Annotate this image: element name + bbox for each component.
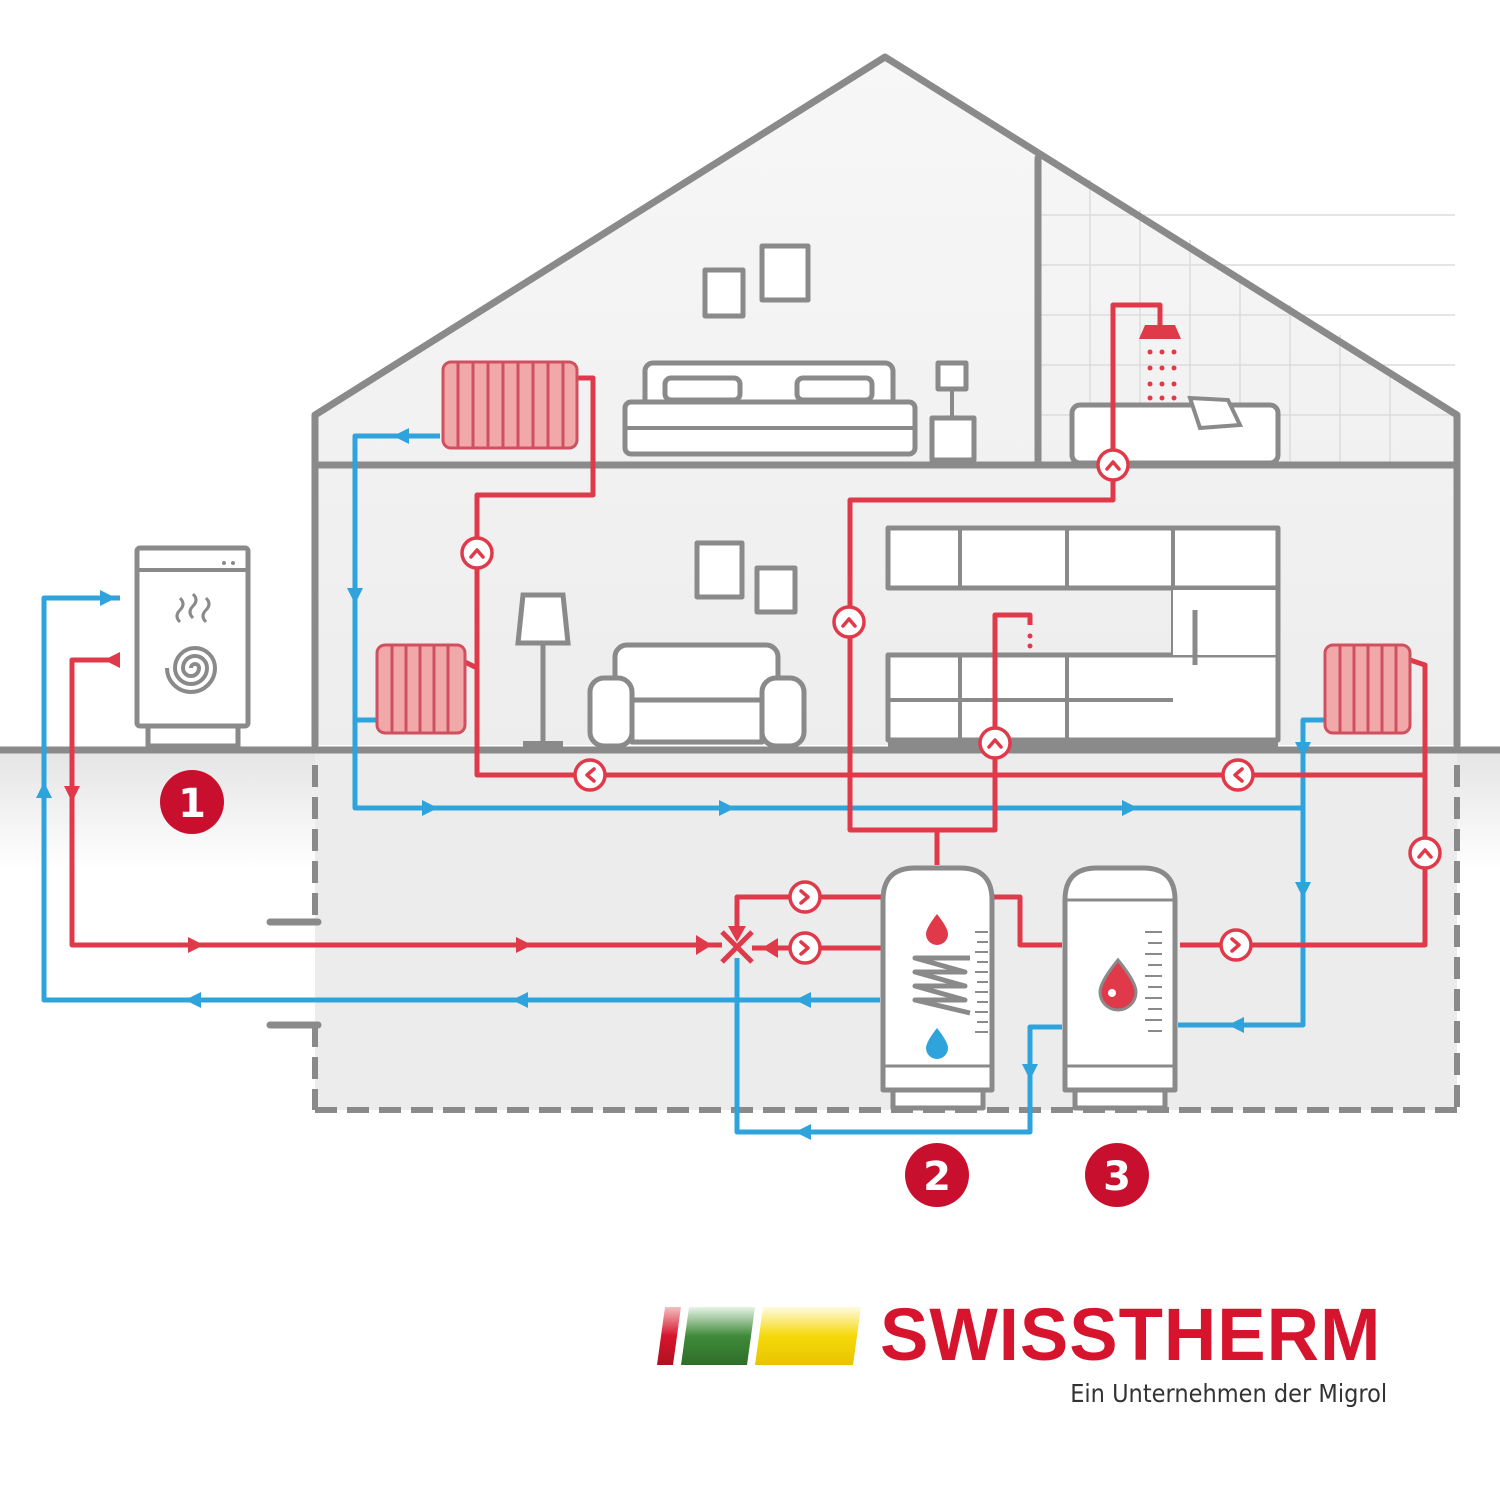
buffer-tank	[1062, 865, 1178, 1111]
shower-head	[1027, 325, 1181, 649]
hot-drop-icon	[1098, 957, 1138, 1012]
picture-frame	[694, 540, 745, 600]
picture-frame	[759, 243, 811, 303]
floor-lamp	[515, 592, 571, 747]
badge-number: 3	[1103, 1154, 1131, 1200]
logo-name: SWISSTHERM	[880, 1293, 1382, 1376]
logo-tagline: Ein Unternehmen der Migrol	[1070, 1379, 1387, 1408]
spiral-icon	[165, 646, 218, 694]
flow-marker-up	[978, 726, 1012, 760]
flow-marker-right	[1219, 928, 1253, 962]
radiator-ground-right	[1323, 643, 1412, 735]
bedside-lamp	[929, 360, 977, 463]
flow-marker-up	[460, 536, 494, 570]
flow-marker-up	[1408, 836, 1442, 870]
radiator-ground-left	[375, 643, 467, 735]
flow-marker-right	[788, 880, 822, 914]
flow-marker-right	[788, 931, 822, 965]
bathtub	[1069, 395, 1281, 466]
supply-pipes	[69, 302, 1428, 951]
picture-frame	[702, 267, 746, 319]
sofa	[587, 642, 807, 749]
supply-flow-arrows	[64, 652, 746, 953]
heating-coil	[912, 955, 971, 1016]
flow-marker-up	[832, 605, 866, 639]
flow-marker-up	[1096, 448, 1130, 482]
mixing-valve	[696, 930, 778, 964]
return-flow-arrows	[36, 428, 1311, 1140]
badge-number: 1	[178, 781, 206, 827]
logo-stripes	[657, 1307, 861, 1365]
badge-number: 2	[923, 1154, 951, 1200]
badge-buffer-tank: 3	[1085, 1143, 1149, 1207]
radiator-upstairs	[441, 360, 579, 450]
house-outline	[311, 53, 1461, 749]
cold-drop-icon	[926, 1028, 948, 1059]
flow-marker-left	[1221, 758, 1255, 792]
picture-frame	[754, 565, 798, 615]
heat-pump	[134, 545, 251, 749]
flow-markers	[460, 448, 1442, 965]
swisstherm-logo: SWISSTHERM Ein Unternehmen der Migrol	[655, 1295, 1395, 1415]
badge-heat-pump: 1	[160, 770, 224, 834]
basement-outline	[312, 765, 1460, 1113]
hot-drop-icon	[926, 914, 948, 945]
hot-water-tank	[880, 865, 995, 1111]
badge-hot-water-tank: 2	[905, 1143, 969, 1207]
flow-marker-left	[573, 758, 607, 792]
bed	[622, 360, 918, 457]
kitchen-cabinets	[885, 525, 1281, 747]
